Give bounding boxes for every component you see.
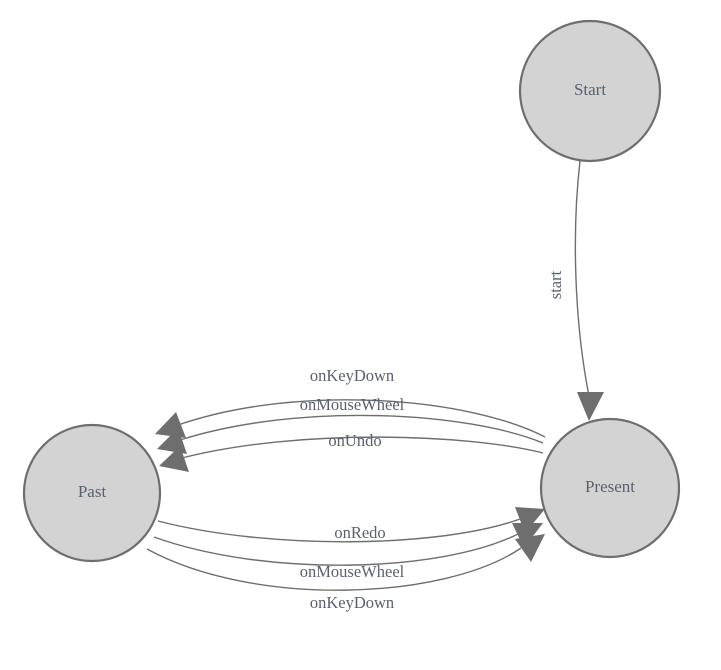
edge-path-past-to-present-onmousewheel	[153, 533, 519, 566]
arrowhead-start-to-present	[577, 392, 604, 421]
arrowhead-present-to-past-onundo	[159, 446, 189, 472]
node-past-circle	[22, 423, 162, 563]
edge-label-present-to-past-onkeydown: onKeyDown	[310, 366, 394, 385]
node-present-circle	[539, 417, 681, 559]
edge-label-past-to-present-onmousewheel: onMouseWheel	[300, 562, 405, 581]
edge-past-to-present-onkeydown[interactable]: onKeyDown	[146, 534, 545, 612]
edge-label-start: start	[546, 270, 565, 299]
node-past[interactable]: Past	[22, 423, 162, 563]
node-start-circle	[518, 19, 662, 163]
edge-start-to-present[interactable]: start	[546, 160, 604, 421]
edge-path-past-to-present-onredo	[157, 518, 521, 543]
edge-present-to-past-onundo[interactable]: onUndo	[159, 431, 544, 472]
edge-past-to-present-onmousewheel[interactable]: onMouseWheel	[153, 523, 543, 581]
node-present-label: Present	[585, 477, 635, 496]
arrowhead-past-to-present-onmousewheel	[512, 523, 543, 548]
edge-label-present-to-past-onmousewheel: onMouseWheel	[300, 395, 405, 414]
edge-label-past-to-present-onredo: onRedo	[334, 523, 385, 542]
edge-path-start-to-present	[574, 160, 590, 397]
edge-path-present-to-past-onkeydown	[177, 399, 546, 438]
node-start-label: Start	[574, 80, 606, 99]
node-start[interactable]: Start	[518, 19, 662, 163]
edge-past-to-present-onredo[interactable]: onRedo	[157, 507, 545, 543]
edge-label-present-to-past-onundo: onUndo	[328, 431, 381, 450]
edge-path-present-to-past-onmousewheel	[179, 414, 544, 444]
edge-path-past-to-present-onkeydown	[146, 547, 522, 591]
node-past-label: Past	[78, 482, 107, 501]
edge-path-present-to-past-onundo	[181, 436, 544, 459]
arrowhead-present-to-past-onkeydown	[155, 412, 186, 438]
arrowhead-past-to-present-onkeydown	[515, 534, 545, 562]
node-present[interactable]: Present	[539, 417, 681, 559]
edge-label-past-to-present-onkeydown: onKeyDown	[310, 593, 394, 612]
